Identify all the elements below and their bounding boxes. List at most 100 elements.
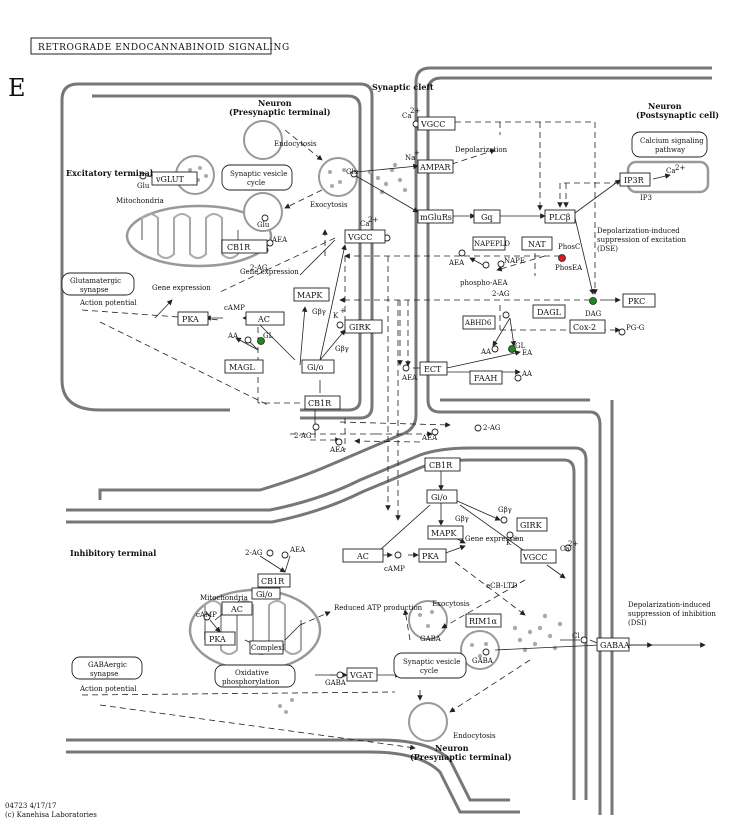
svg-text:Neuron: Neuron	[435, 743, 469, 753]
svg-text:GL: GL	[263, 332, 274, 340]
svg-text:AEA: AEA	[329, 446, 346, 454]
svg-text:Cox-2: Cox-2	[573, 323, 596, 332]
svg-text:2+: 2+	[568, 540, 578, 548]
svg-text:Gene expression: Gene expression	[152, 284, 211, 292]
svg-text:(Presynaptic terminal): (Presynaptic terminal)	[410, 752, 512, 762]
svg-text:Reduced ATP production: Reduced ATP production	[334, 604, 423, 612]
gene-mapk-b[interactable]: MAPK	[427, 525, 464, 540]
gene-gio-c[interactable]: Gi/o	[251, 587, 281, 600]
gene-nat[interactable]: NAT	[521, 236, 553, 251]
footer-id: 04723 4/17/17	[5, 802, 56, 810]
svg-text:2+: 2+	[410, 107, 420, 115]
svg-text:ABHD6: ABHD6	[464, 319, 492, 327]
gene-cb1r-b[interactable]: CB1R	[304, 395, 341, 410]
gene-mglurs[interactable]: mGluRs	[417, 209, 454, 224]
svg-text:Na: Na	[405, 154, 415, 162]
gene-vgat[interactable]: VGAT	[346, 667, 378, 682]
svg-text:AA: AA	[521, 370, 533, 378]
svg-text:mGluRs: mGluRs	[420, 213, 452, 222]
svg-text:Synaptic cleft: Synaptic cleft	[372, 82, 434, 92]
svg-text:AEA: AEA	[289, 546, 306, 554]
svg-text:NAPEPLD: NAPEPLD	[474, 240, 510, 248]
gene-vgcc-c[interactable]: VGCC	[520, 549, 557, 564]
gene-girk-b[interactable]: GIRK	[516, 517, 548, 532]
gene-faah[interactable]: FAAH	[469, 370, 503, 385]
svg-text:CB1R: CB1R	[227, 243, 251, 252]
gene-rim1a[interactable]: RIM1α	[465, 613, 502, 628]
gene-cox2[interactable]: Cox-2	[569, 319, 606, 334]
gl-node-lower	[508, 345, 516, 353]
svg-text:phosphorylation: phosphorylation	[222, 678, 280, 686]
gene-gio-a[interactable]: Gi/o	[301, 359, 335, 374]
phosea-node	[558, 254, 566, 262]
svg-text:DAG: DAG	[585, 310, 602, 318]
svg-text:PKC: PKC	[628, 297, 645, 306]
gene-complex1[interactable]: ComplexI	[249, 640, 285, 655]
svg-text:Gene expression: Gene expression	[465, 535, 524, 543]
gene-cb1r-a[interactable]: CB1R	[221, 239, 268, 254]
gene-abhd6[interactable]: ABHD6	[462, 315, 496, 330]
gene-vglut[interactable]: vGLUT	[151, 171, 198, 186]
svg-text:ComplexI: ComplexI	[251, 644, 285, 652]
svg-text:2-AG: 2-AG	[492, 290, 510, 298]
region-labels: Neuron (Presynaptic terminal) Neuron (Po…	[66, 82, 719, 762]
svg-text:2-AG: 2-AG	[294, 432, 312, 440]
gene-ac-a[interactable]: AC	[245, 311, 285, 326]
gene-ampar[interactable]: AMPAR	[417, 159, 454, 174]
svg-text:cAMP: cAMP	[224, 304, 245, 312]
gene-pka-c[interactable]: PKA	[204, 631, 236, 646]
svg-text:Depolarization: Depolarization	[455, 146, 508, 154]
svg-text:Gβγ: Gβγ	[312, 308, 326, 316]
gene-ect[interactable]: ECT	[419, 361, 448, 376]
svg-text:GABAergic: GABAergic	[88, 661, 127, 669]
gene-girk-a[interactable]: GIRK	[344, 319, 383, 334]
page-title: RETROGRADE ENDOCANNABINOID SIGNALING	[38, 43, 290, 53]
svg-text:EA: EA	[522, 349, 533, 357]
gene-mapk-a[interactable]: MAPK	[293, 287, 330, 302]
svg-text:Inhibitory terminal: Inhibitory terminal	[70, 548, 156, 558]
svg-text:K: K	[506, 539, 512, 547]
gene-gq[interactable]: Gq	[473, 209, 501, 224]
svg-text:AC: AC	[257, 315, 270, 324]
gene-cb1r-c[interactable]: CB1R	[424, 457, 461, 472]
svg-text:VGCC: VGCC	[420, 120, 445, 129]
gene-pkc[interactable]: PKC	[622, 293, 656, 308]
vesicle-dots	[188, 162, 563, 714]
gene-gio-b[interactable]: Gi/o	[426, 489, 458, 504]
gene-ac-b[interactable]: AC	[342, 548, 384, 563]
gene-vgcc-a[interactable]: VGCC	[344, 229, 386, 244]
gene-pka-a[interactable]: PKA	[177, 311, 209, 326]
gene-gabaa[interactable]: GABAA	[596, 637, 630, 652]
svg-text:GL: GL	[515, 342, 526, 350]
gene-dagl[interactable]: DAGL	[532, 304, 566, 319]
svg-text:2+: 2+	[368, 216, 378, 224]
svg-text:Synaptic vesicle: Synaptic vesicle	[230, 170, 287, 178]
gene-vgcc-b[interactable]: VGCC	[417, 116, 456, 131]
gene-ip3r[interactable]: IP3R	[619, 172, 651, 187]
svg-text:Oxidative: Oxidative	[235, 669, 269, 677]
svg-text:IP3R: IP3R	[624, 176, 645, 185]
gene-magl[interactable]: MAGL	[224, 359, 264, 374]
svg-text:+: +	[513, 535, 519, 543]
svg-text:CB1R: CB1R	[429, 461, 453, 470]
gene-napepld[interactable]: NAPEPLD	[472, 236, 510, 251]
gene-cb1r-d[interactable]: CB1R	[257, 573, 291, 588]
svg-text:FAAH: FAAH	[474, 374, 497, 383]
svg-text:PhosC: PhosC	[558, 243, 580, 251]
svg-text:2-AG: 2-AG	[250, 264, 268, 272]
gene-pka-b[interactable]: PKA	[418, 548, 447, 563]
svg-text:AMPAR: AMPAR	[419, 163, 451, 172]
svg-text:Glu: Glu	[346, 168, 359, 176]
gene-ac-c[interactable]: AC	[221, 601, 253, 616]
svg-text:NAPE: NAPE	[504, 257, 525, 265]
svg-text:eCB-LTD: eCB-LTD	[486, 582, 518, 590]
svg-text:Ca: Ca	[560, 545, 570, 553]
gene-plcb[interactable]: PLCβ	[544, 209, 576, 224]
